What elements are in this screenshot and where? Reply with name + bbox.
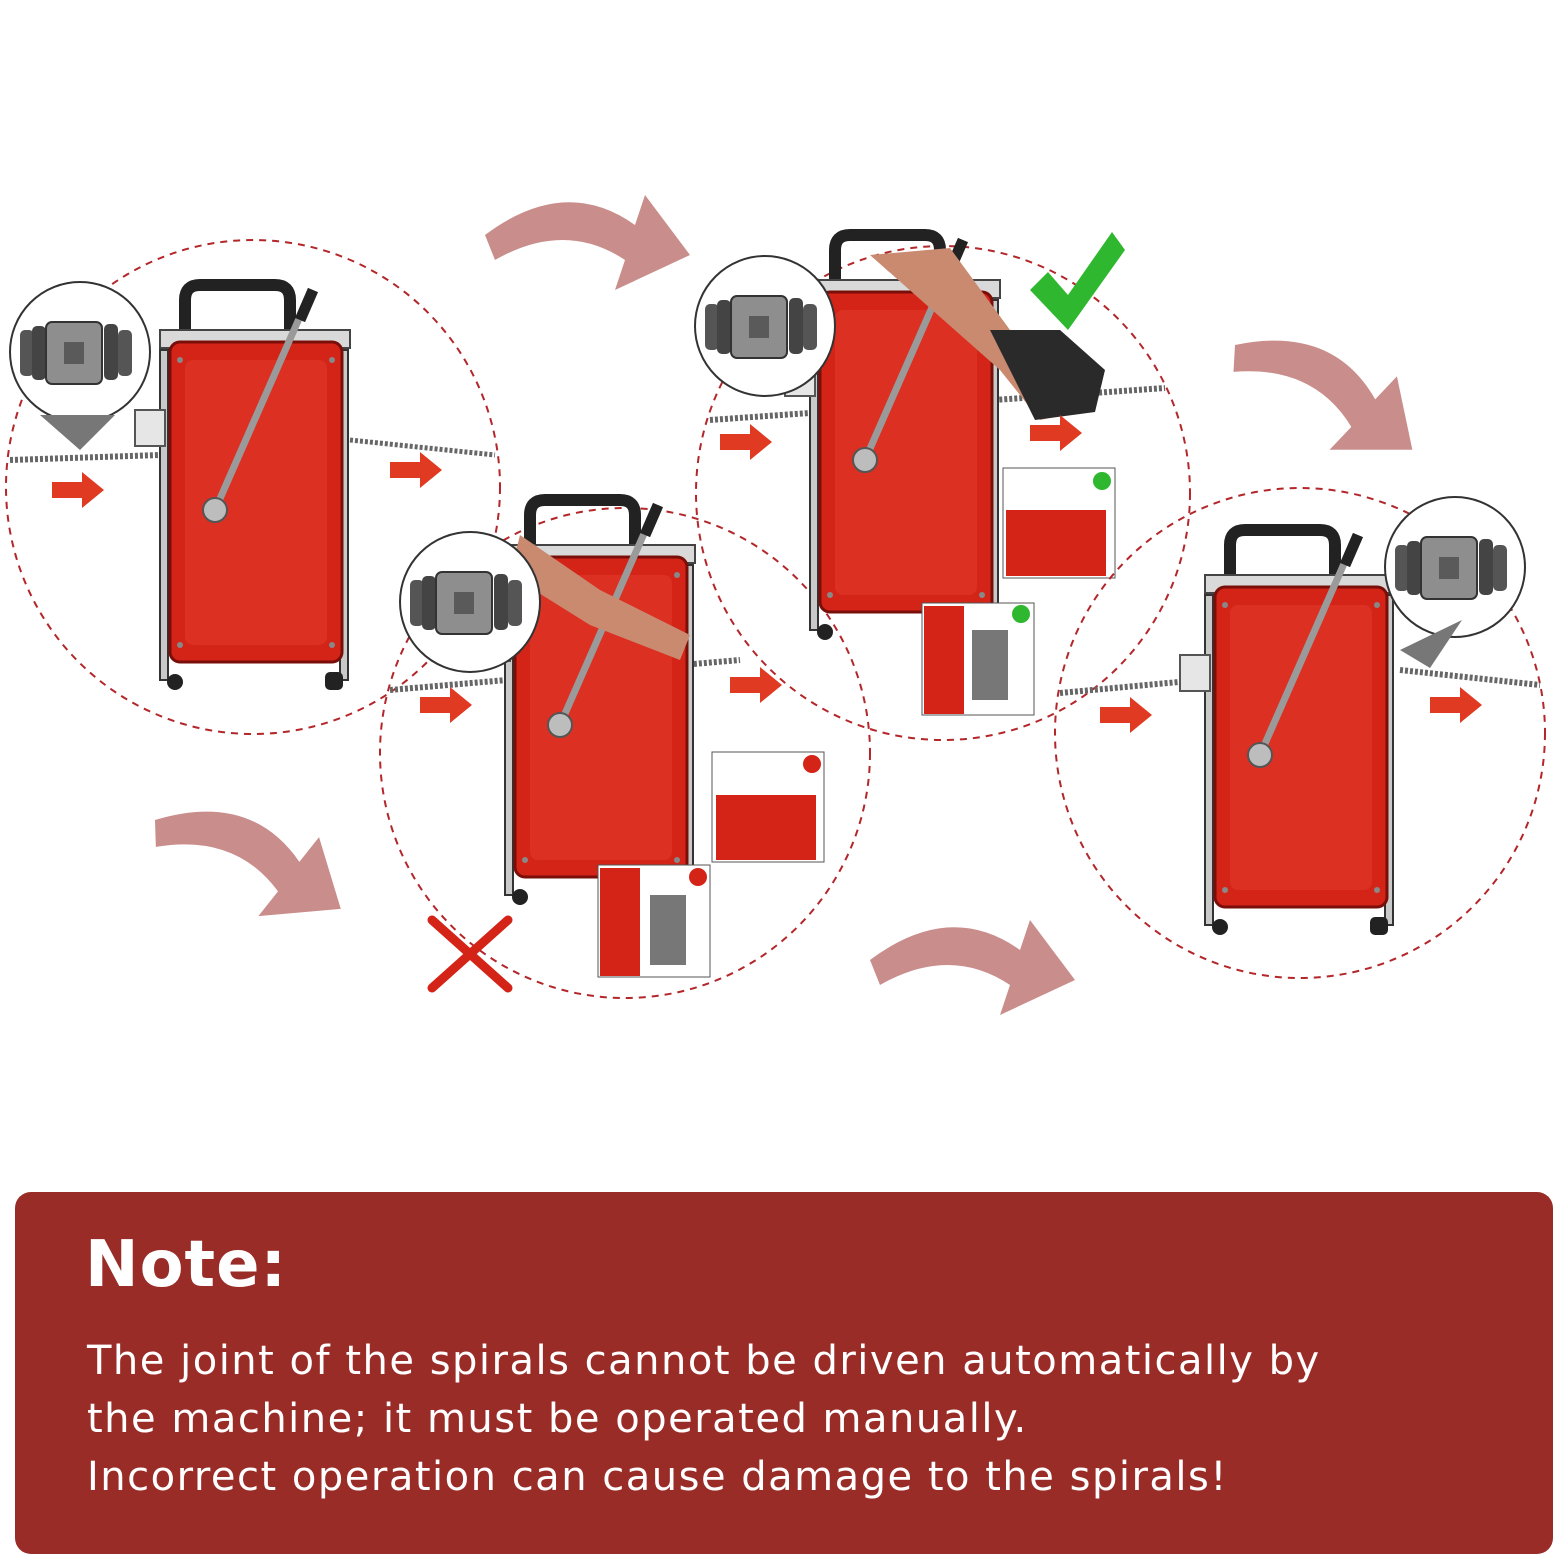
correct-check-icon: [1030, 232, 1125, 330]
drain-cleaner-machine: [1180, 530, 1395, 935]
note-title: Note:: [85, 1228, 288, 1302]
wrong-detail-inset: [711, 751, 825, 863]
flow-arrow-step1-to-step2: [136, 782, 362, 942]
step-2-panel: [379, 500, 871, 999]
feed-direction-arrow: [720, 424, 772, 460]
flow-arrow-step1-to-step3: [485, 195, 690, 290]
feed-direction-arrow: [1030, 415, 1082, 451]
step-1-panel: [5, 239, 501, 735]
step-4-panel: [1054, 487, 1546, 979]
drain-cleaner-machine: [135, 285, 350, 690]
feed-direction-arrow: [1430, 687, 1482, 723]
feed-direction-arrow: [1100, 697, 1152, 733]
spiral-coupling-inset: [399, 531, 541, 673]
note-line: The joint of the spirals cannot be drive…: [87, 1338, 1321, 1384]
step-3-panel: [694, 232, 1191, 741]
note-line: Incorrect operation can cause damage to …: [87, 1454, 1228, 1500]
note-body: The joint of the spirals cannot be drive…: [87, 1332, 1507, 1506]
spiral-coupling-inset: [694, 255, 836, 397]
flow-arrow-step3-to-step4: [1211, 308, 1438, 482]
correct-detail-inset: [1002, 467, 1116, 579]
note-panel: Note: The joint of the spirals cannot be…: [15, 1192, 1553, 1554]
feed-direction-arrow: [52, 472, 104, 508]
feed-direction-arrow: [390, 452, 442, 488]
spiral-coupling-inset: [9, 281, 151, 423]
flow-arrow-step2-to-step4: [870, 920, 1075, 1015]
wrong-detail-inset: [597, 864, 711, 978]
operation-steps-illustration: [5, 195, 1546, 1015]
wrong-cross-icon: [427, 915, 513, 993]
feed-direction-arrow: [420, 687, 472, 723]
correct-detail-inset: [921, 602, 1035, 716]
note-line: the machine; it must be operated manuall…: [87, 1396, 1028, 1442]
spiral-coupling-inset: [1384, 496, 1526, 638]
